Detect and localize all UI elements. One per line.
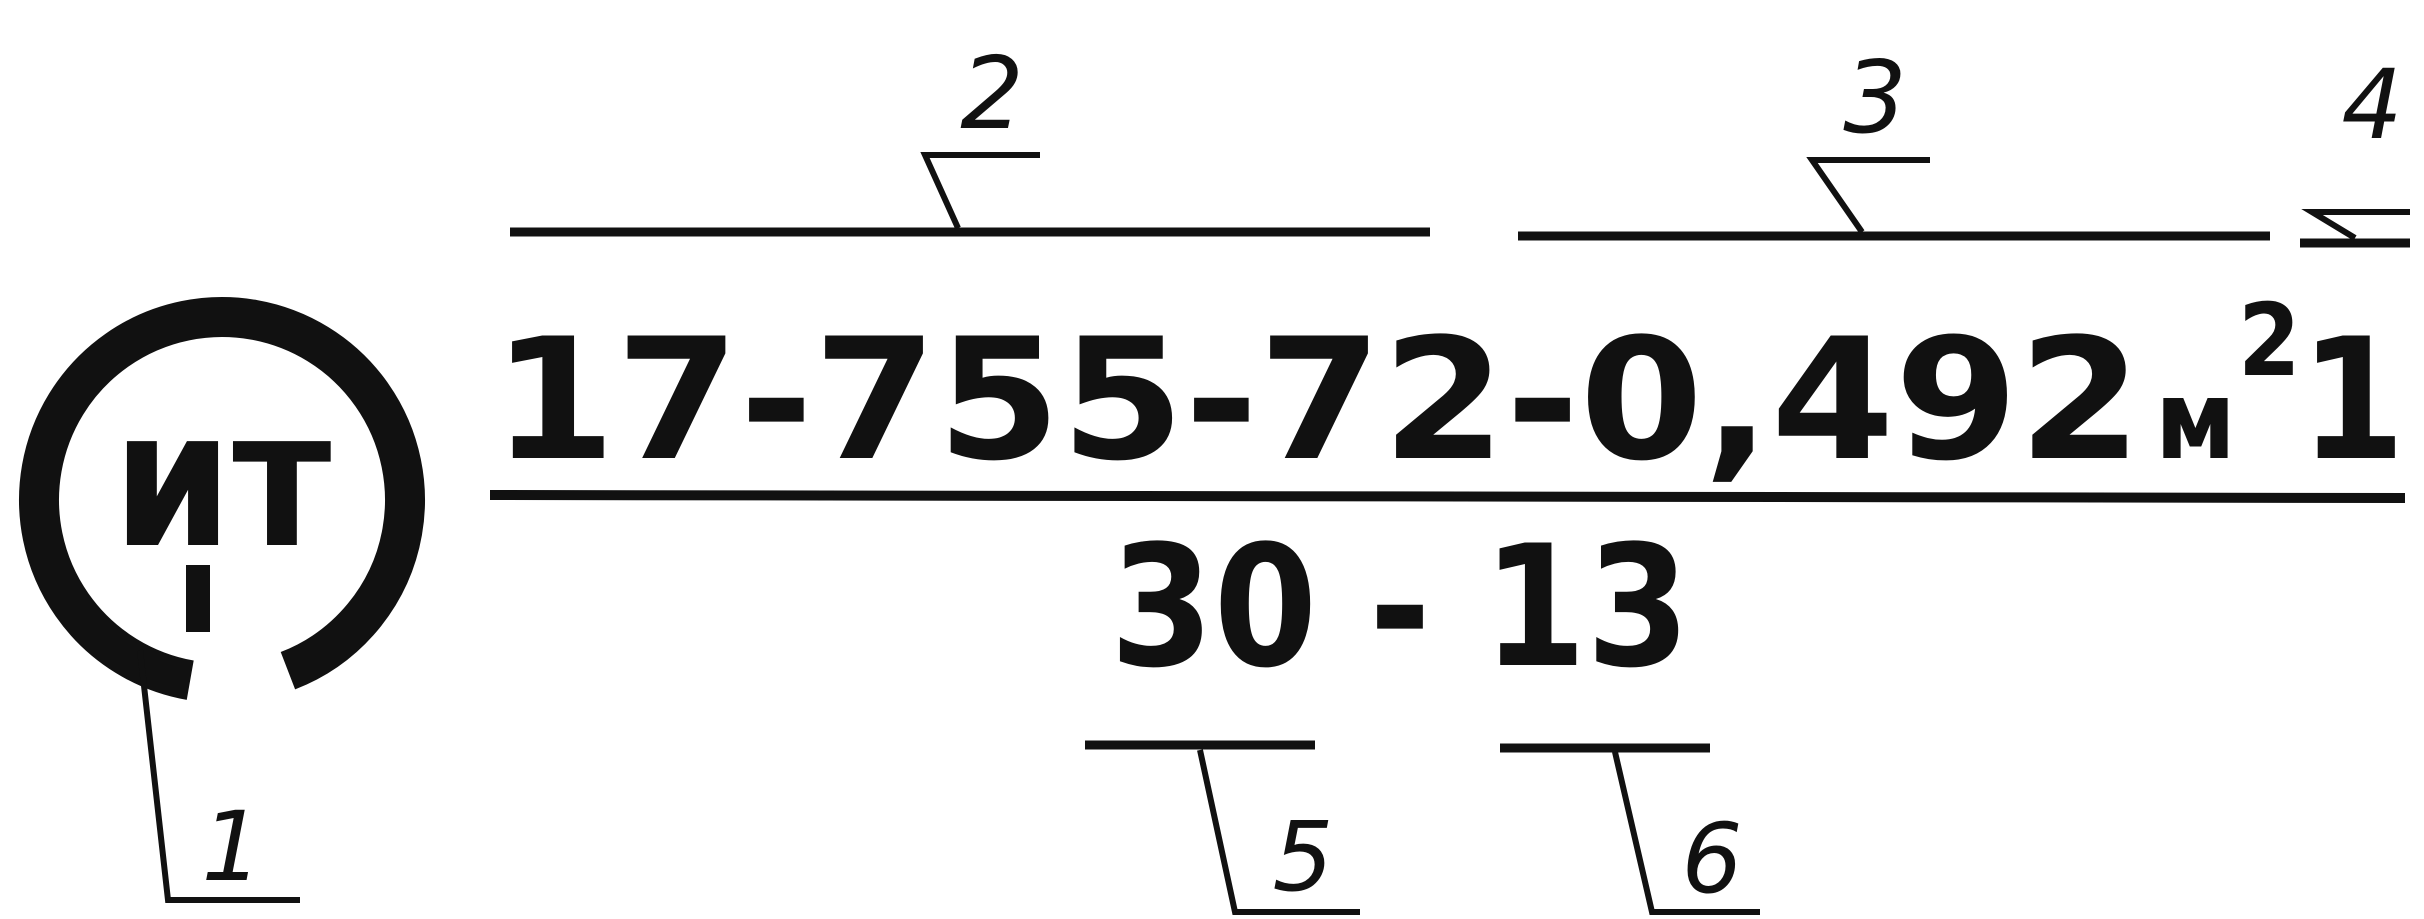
callout-4: 4 — [2301, 49, 2410, 241]
logo-text: ит — [113, 369, 332, 590]
leader-line-2 — [920, 152, 1040, 230]
grade-text: 1 — [2300, 302, 2405, 498]
leader-line-1 — [137, 649, 300, 903]
unit-text: м — [2155, 356, 2236, 484]
callout-label-3: 3 — [1843, 39, 1907, 156]
logo: ит — [19, 297, 425, 703]
unit-power-text: 2 — [2238, 282, 2301, 399]
callout-1: 1 — [137, 649, 300, 903]
callout-5: 5 — [1197, 749, 1360, 915]
designation-row: 17-755-72-0,492 м 2 1 — [492, 282, 2405, 498]
leader-line-4 — [2301, 209, 2410, 241]
designation-text: 17-755-72-0,492 — [492, 302, 2142, 498]
fraction-bar — [489, 490, 2406, 503]
bottom-text: 30 - 13 — [1110, 509, 1690, 705]
callout-6: 6 — [1612, 751, 1760, 915]
leader-line-5 — [1197, 749, 1360, 915]
callout-label-5: 5 — [1272, 801, 1333, 913]
leader-line-3 — [1806, 157, 1930, 234]
callout-3: 3 — [1806, 39, 1930, 234]
leader-line-6 — [1612, 751, 1760, 915]
callout-label-2: 2 — [960, 35, 1024, 152]
callout-label-6: 6 — [1681, 803, 1742, 915]
callout-label-4: 4 — [2341, 49, 2402, 161]
logo-circle — [19, 297, 425, 703]
callout-label-1: 1 — [201, 791, 262, 903]
callout-2: 2 — [920, 35, 1040, 230]
